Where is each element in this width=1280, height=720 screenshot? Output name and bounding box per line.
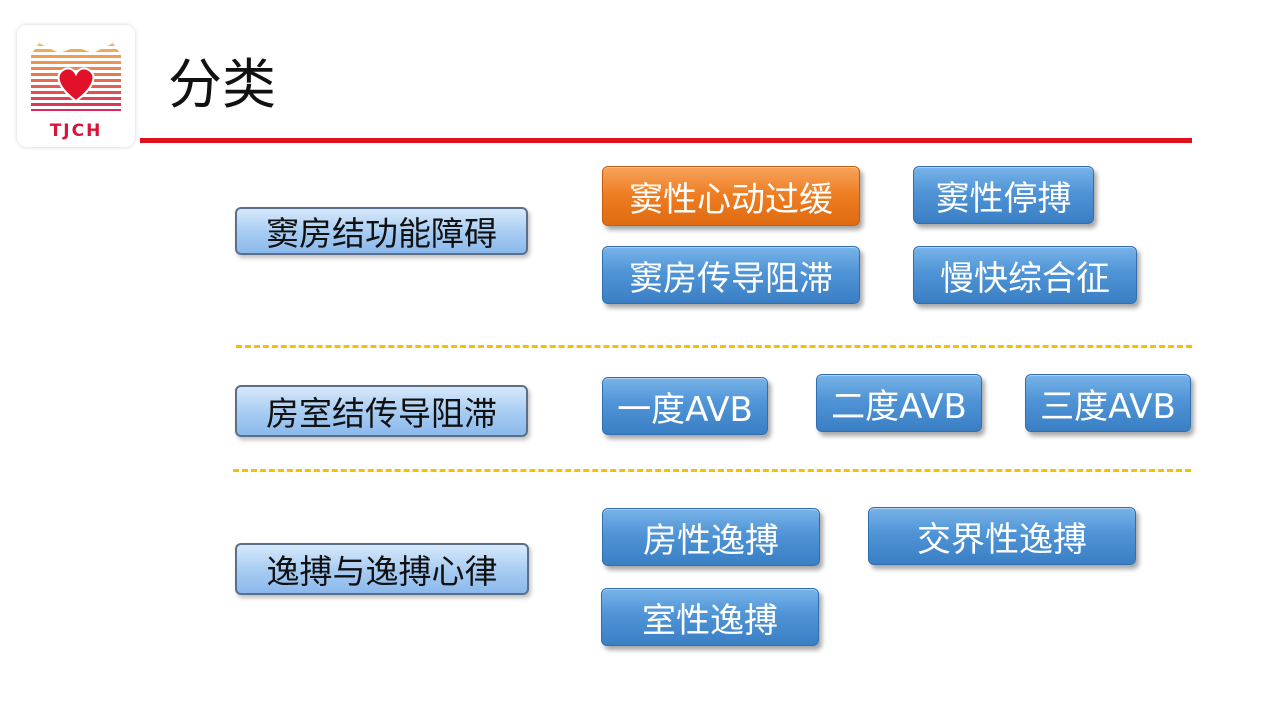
category-sinus-node-dysfunction[interactable]: 窦房结功能障碍 (235, 207, 528, 255)
item-sinus-bradycardia[interactable]: 窦性心动过缓 (602, 166, 860, 226)
item-sa-block[interactable]: 窦房传导阻滞 (602, 246, 860, 304)
item-ventricular-escape[interactable]: 室性逸搏 (601, 588, 819, 646)
category-av-block[interactable]: 房室结传导阻滞 (235, 385, 528, 437)
heart-logo-icon (31, 43, 121, 111)
item-tachy-brady-syndrome[interactable]: 慢快综合征 (913, 246, 1137, 304)
logo-text: TJCH (49, 121, 103, 141)
item-junctional-escape[interactable]: 交界性逸搏 (868, 507, 1136, 565)
item-sinus-arrest[interactable]: 窦性停搏 (913, 166, 1094, 224)
item-atrial-escape[interactable]: 房性逸搏 (602, 508, 820, 566)
page-title: 分类 (168, 53, 276, 116)
item-second-degree-avb[interactable]: 二度AVB (816, 374, 982, 432)
title-rule (140, 138, 1192, 143)
hospital-logo: TJCH (17, 25, 135, 147)
item-third-degree-avb[interactable]: 三度AVB (1025, 374, 1191, 432)
category-escape-beats[interactable]: 逸搏与逸搏心律 (235, 543, 529, 595)
item-first-degree-avb[interactable]: 一度AVB (602, 377, 768, 435)
group-divider (233, 469, 1191, 472)
group-divider (236, 345, 1192, 348)
